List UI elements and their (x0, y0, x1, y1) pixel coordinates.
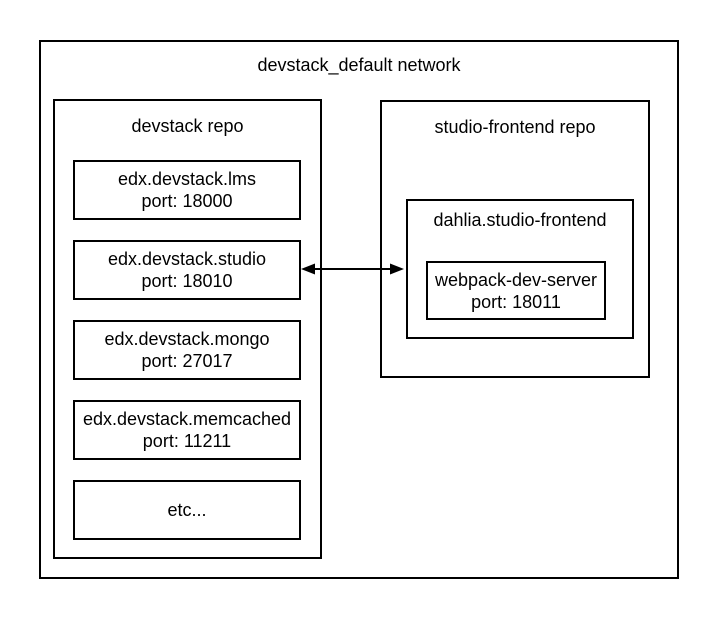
service-box-lms: edx.devstack.lms port: 18000 (73, 160, 301, 220)
devstack-repo-title: devstack repo (131, 116, 244, 136)
studio-frontend-repo-box: studio-frontend repo dahlia.studio-front… (380, 100, 650, 378)
service-name: edx.devstack.studio (107, 249, 267, 269)
service-port: port: 27017 (141, 351, 233, 371)
service-name: edx.devstack.lms (117, 169, 257, 189)
service-box-webpack-dev-server: webpack-dev-server port: 18011 (426, 261, 606, 320)
bidirectional-arrow-icon (301, 263, 404, 275)
service-box-studio: edx.devstack.studio port: 18010 (73, 240, 301, 300)
network-title: devstack_default network (257, 55, 461, 75)
service-box-mongo: edx.devstack.mongo port: 27017 (73, 320, 301, 380)
service-name: webpack-dev-server (434, 269, 598, 290)
network-box: devstack_default network devstack repo e… (39, 40, 679, 579)
dahlia-container-box: dahlia.studio-frontend webpack-dev-serve… (406, 199, 634, 339)
service-port: port: 18000 (141, 191, 233, 211)
service-name: edx.devstack.memcached (82, 409, 292, 429)
studio-frontend-repo-title: studio-frontend repo (434, 117, 596, 137)
service-box-etc: etc... (73, 480, 301, 540)
service-box-memcached: edx.devstack.memcached port: 11211 (73, 400, 301, 460)
devstack-repo-box: devstack repo edx.devstack.lms port: 180… (53, 99, 322, 559)
dahlia-container-title: dahlia.studio-frontend (433, 210, 607, 230)
service-name: edx.devstack.mongo (104, 329, 270, 349)
service-name: etc... (167, 500, 207, 520)
service-port: port: 18010 (141, 271, 233, 291)
service-port: port: 11211 (142, 431, 232, 451)
service-port: port: 18011 (471, 291, 561, 312)
